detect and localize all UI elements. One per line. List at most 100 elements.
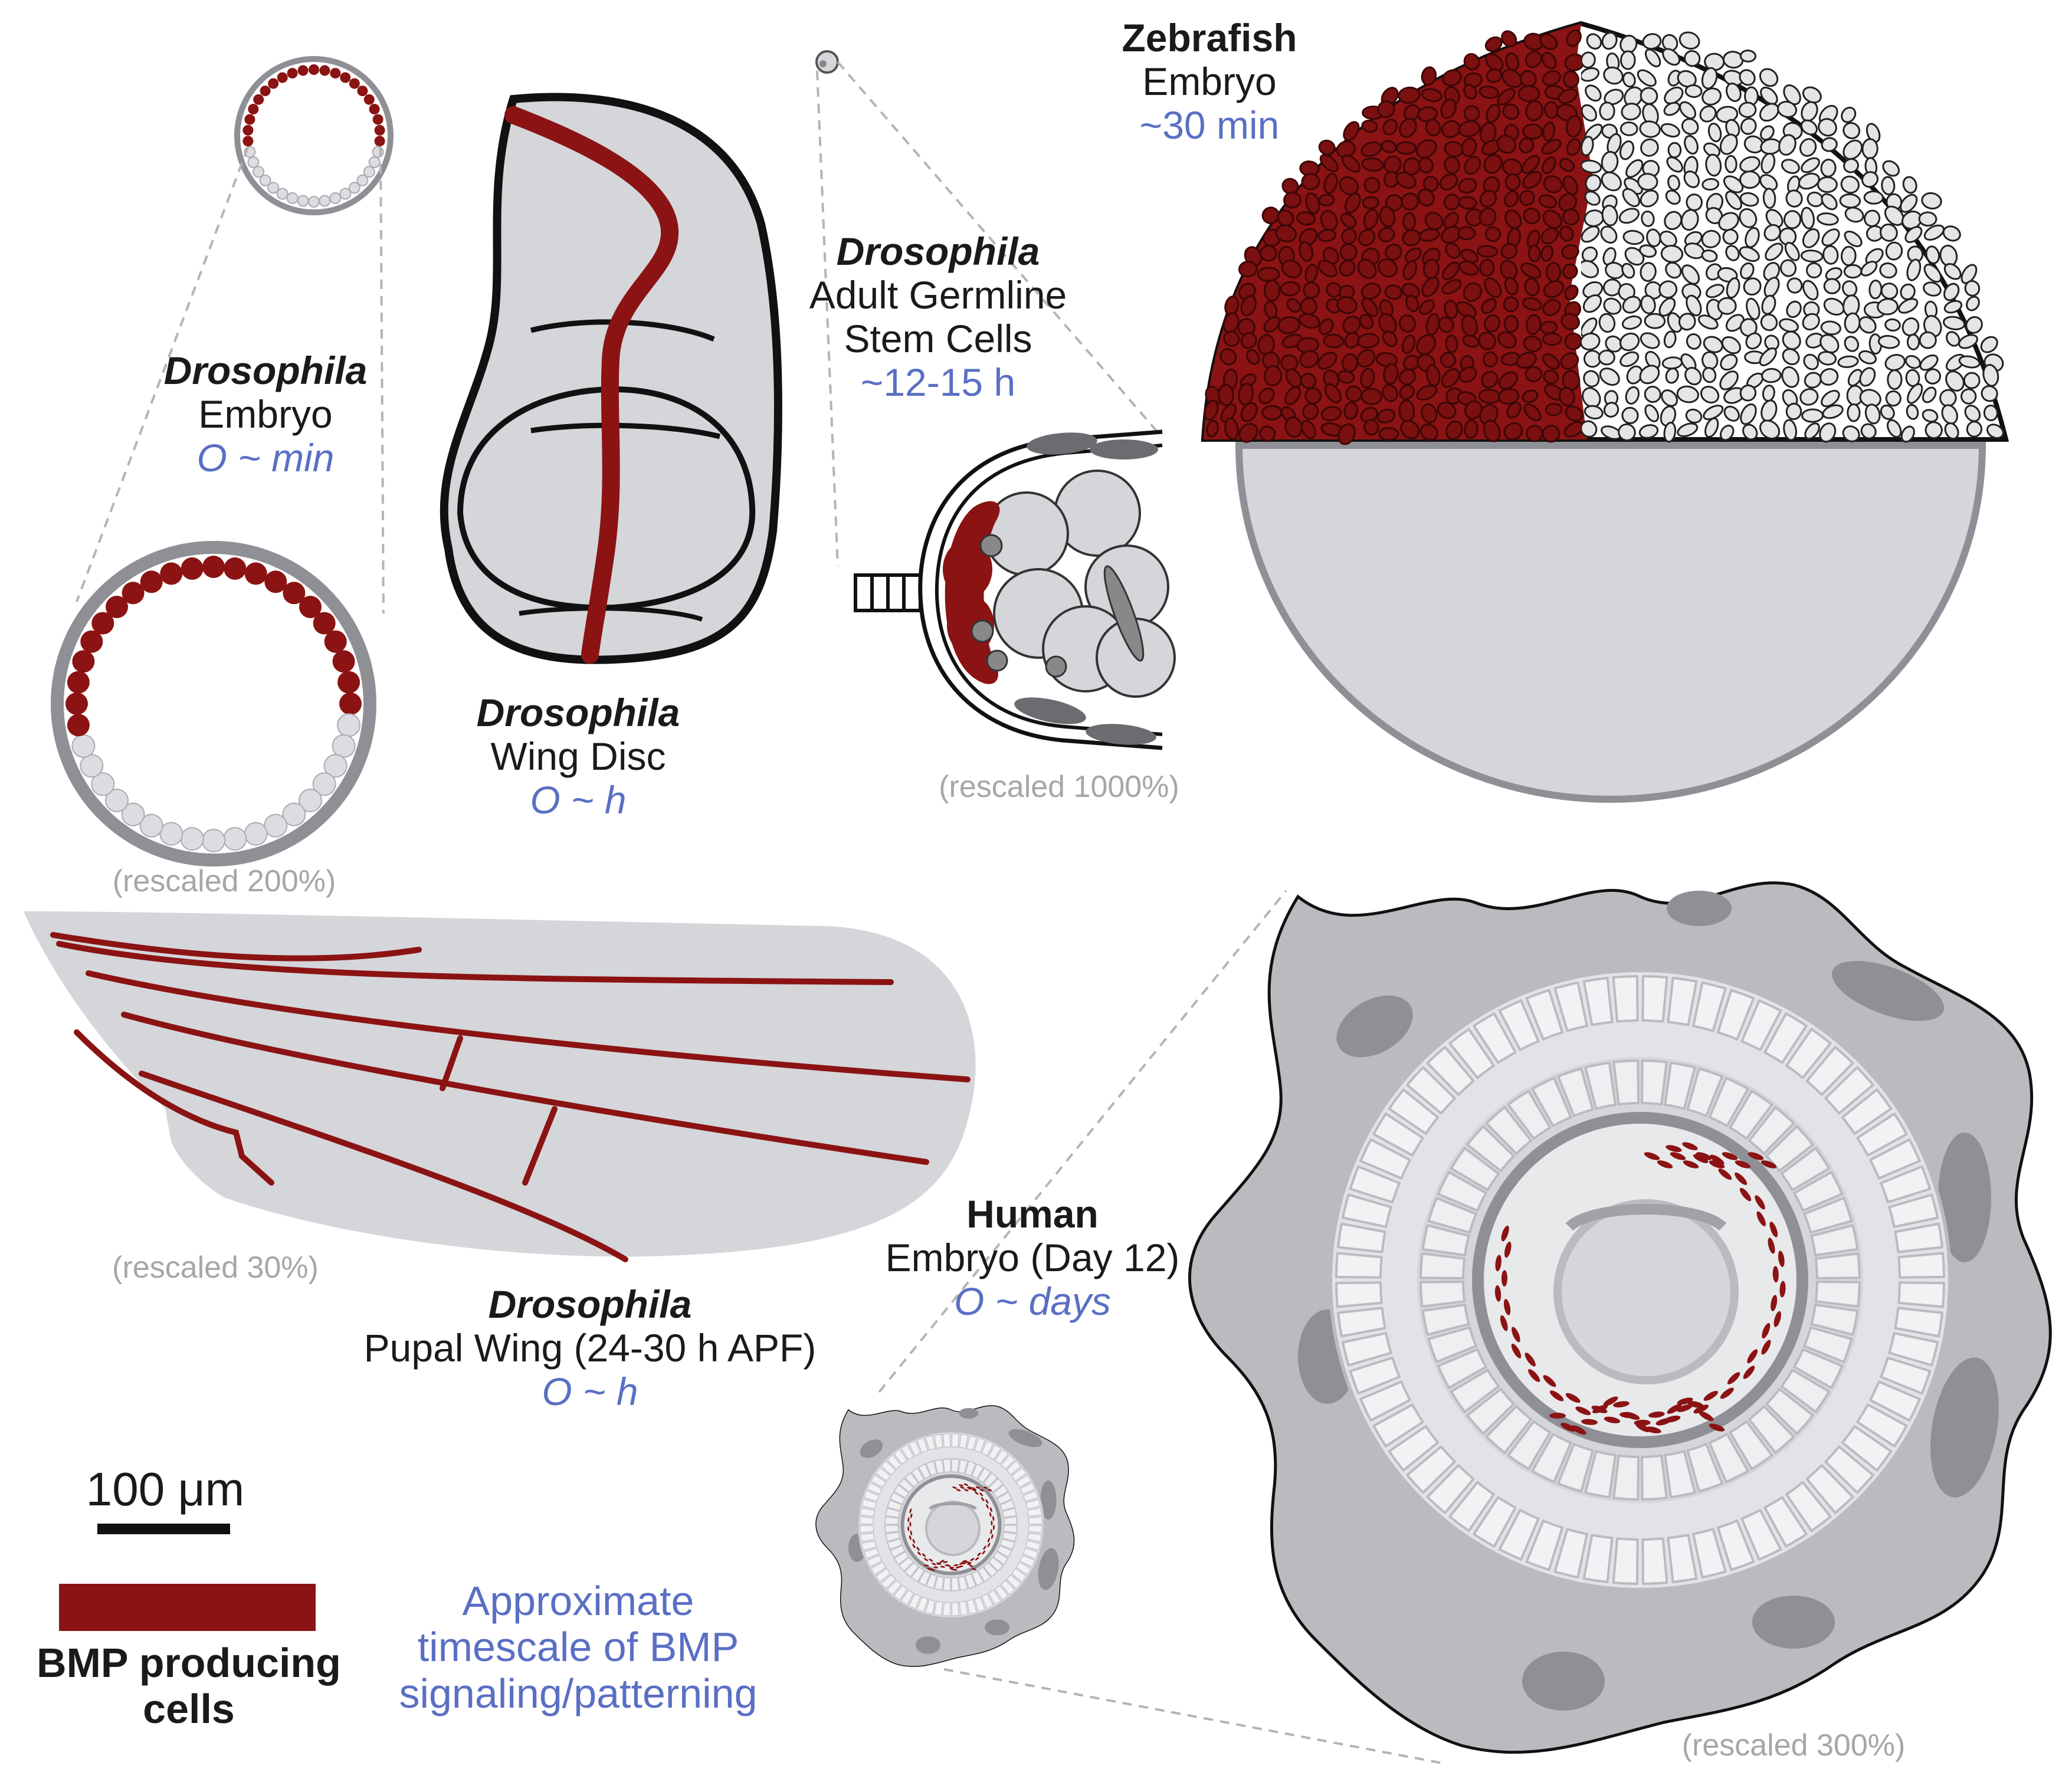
zebrafish-cell bbox=[1703, 405, 1724, 421]
zebrafish-bmp-cell bbox=[1206, 419, 1219, 438]
zebrafish-cell bbox=[1844, 336, 1860, 352]
embryo-cell bbox=[202, 829, 225, 852]
zebrafish-bmp-cell bbox=[1496, 134, 1516, 154]
zebrafish-cell bbox=[1700, 386, 1720, 403]
human-bmp-cell bbox=[1645, 1426, 1661, 1433]
zebrafish-bmp-cell bbox=[1360, 388, 1382, 405]
bmp-cell bbox=[72, 650, 95, 673]
human-bmp-cell bbox=[1501, 1270, 1508, 1287]
zebrafish-bmp-cell bbox=[1422, 176, 1439, 192]
zebrafish-bmp-cell bbox=[1382, 119, 1398, 136]
human-cell bbox=[1612, 1537, 1639, 1585]
zebrafish-cell bbox=[1780, 259, 1797, 277]
bmp-cell bbox=[337, 671, 360, 694]
embryo-cell bbox=[282, 802, 306, 826]
zebrafish-bmp-cell bbox=[1443, 193, 1460, 211]
zebrafish-cell bbox=[1660, 123, 1680, 138]
pupal-wing-diagram bbox=[24, 911, 976, 1262]
bmp-cell bbox=[264, 570, 287, 593]
zebrafish-cell bbox=[1581, 246, 1598, 262]
human-cell bbox=[1337, 1222, 1386, 1253]
human-cell bbox=[1729, 1089, 1773, 1140]
human-cell bbox=[1686, 1443, 1723, 1493]
zebrafish-bmp-cell bbox=[1538, 194, 1558, 209]
zebrafish-cell bbox=[1581, 51, 1596, 68]
zebrafish-cell bbox=[1806, 262, 1822, 279]
wing-disc-name: Wing Disc bbox=[490, 734, 666, 778]
zebrafish-bmp-cell bbox=[1401, 192, 1419, 211]
zebrafish-bmp-cell bbox=[1566, 29, 1582, 47]
zebrafish-cell bbox=[1677, 422, 1699, 438]
human-bmp-cell bbox=[1760, 1160, 1777, 1169]
human-cell bbox=[1803, 1326, 1853, 1363]
human-cell bbox=[1450, 1368, 1500, 1413]
human-cell bbox=[1557, 1067, 1594, 1117]
zebrafish-bmp-cell bbox=[1562, 70, 1579, 88]
human-cell bbox=[1793, 1171, 1844, 1212]
zebrafish-cell bbox=[1621, 406, 1639, 424]
zebrafish-cell bbox=[1701, 249, 1718, 262]
zebrafish-cell bbox=[1585, 174, 1602, 192]
zebrafish-cell bbox=[1922, 409, 1939, 423]
human-rescale: (rescaled 300%) bbox=[1681, 1728, 1906, 1763]
zebrafish-bmp-cell bbox=[1405, 294, 1419, 313]
zebrafish-cell bbox=[1861, 138, 1878, 160]
zebrafish-bmp-cell bbox=[1418, 228, 1440, 242]
embryo-cell bbox=[329, 192, 342, 204]
zebrafish-cell bbox=[1842, 139, 1863, 160]
zebrafish-cell bbox=[1640, 87, 1658, 105]
human-bmp-cell bbox=[1503, 1299, 1511, 1315]
human-bmp-cell bbox=[1494, 1285, 1501, 1302]
zebrafish-bmp-cell bbox=[1359, 314, 1374, 330]
zebrafish-bmp-cell bbox=[1559, 157, 1575, 172]
zebrafish-bmp-cell bbox=[1478, 332, 1496, 350]
human-bmp-cell bbox=[1613, 1401, 1630, 1408]
zebrafish-cell bbox=[1819, 422, 1837, 443]
human-bmp-cell bbox=[1779, 1281, 1786, 1298]
zebrafish-cell bbox=[1585, 84, 1602, 102]
zebrafish-bmp-cell bbox=[1403, 104, 1421, 121]
zebrafish-bmp-cell bbox=[1398, 314, 1417, 333]
zebrafish-cell bbox=[1725, 155, 1737, 173]
human-cell bbox=[1372, 1112, 1424, 1157]
zebrafish-bmp-cell bbox=[1504, 209, 1522, 229]
pupal-wing-label: Drosophila Pupal Wing (24-30 h APF) O ~ … bbox=[319, 1282, 861, 1414]
zebrafish-cell bbox=[1618, 423, 1636, 442]
human-cell bbox=[1664, 1450, 1696, 1499]
zebrafish-cell bbox=[1664, 86, 1684, 104]
zebrafish-bmp-cell bbox=[1485, 226, 1501, 242]
zebrafish-bmp-cell bbox=[1281, 178, 1299, 195]
zebrafish-bmp-cell bbox=[1263, 316, 1281, 333]
zebrafish-cell bbox=[1701, 178, 1720, 191]
human-bmp-cell bbox=[1667, 1404, 1682, 1414]
human-cell bbox=[1426, 1046, 1475, 1096]
zebrafish-cell bbox=[1619, 351, 1640, 367]
embryo-cell bbox=[276, 188, 288, 200]
zebrafish-bmp-cell bbox=[1458, 120, 1481, 137]
zebrafish-bmp-cell bbox=[1463, 105, 1480, 122]
human-bmp-cell bbox=[1709, 1160, 1725, 1169]
zebrafish-bmp-cell bbox=[1478, 86, 1499, 99]
zebrafish-bmp-cell bbox=[1438, 316, 1454, 333]
zebrafish-cell bbox=[1667, 175, 1680, 191]
bmp-cell bbox=[372, 114, 383, 125]
zebrafish-cell bbox=[1817, 350, 1837, 366]
zebrafish-bmp-cell bbox=[1283, 191, 1301, 209]
human-cell bbox=[1894, 1222, 1943, 1253]
human-cell bbox=[1531, 1433, 1572, 1484]
zebrafish-cell bbox=[1583, 405, 1604, 420]
zebrafish-cell bbox=[1603, 402, 1619, 418]
human-bmp-cell bbox=[1500, 1315, 1508, 1331]
human-cell bbox=[1450, 1147, 1500, 1192]
zebrafish-bmp-cell bbox=[1558, 193, 1578, 212]
zebrafish-cell bbox=[1945, 370, 1965, 392]
zebrafish-cell bbox=[1703, 142, 1721, 157]
zebrafish-bmp-cell bbox=[1458, 178, 1477, 194]
zebrafish-cell bbox=[1759, 68, 1779, 87]
zebrafish-bmp-cell bbox=[1486, 103, 1501, 123]
bmp-cell bbox=[297, 65, 309, 76]
bmp-cell bbox=[369, 104, 380, 114]
zebrafish-cell bbox=[1982, 364, 1999, 387]
zebrafish-bmp-cell bbox=[1545, 402, 1563, 416]
human-cell bbox=[1897, 1281, 1945, 1308]
